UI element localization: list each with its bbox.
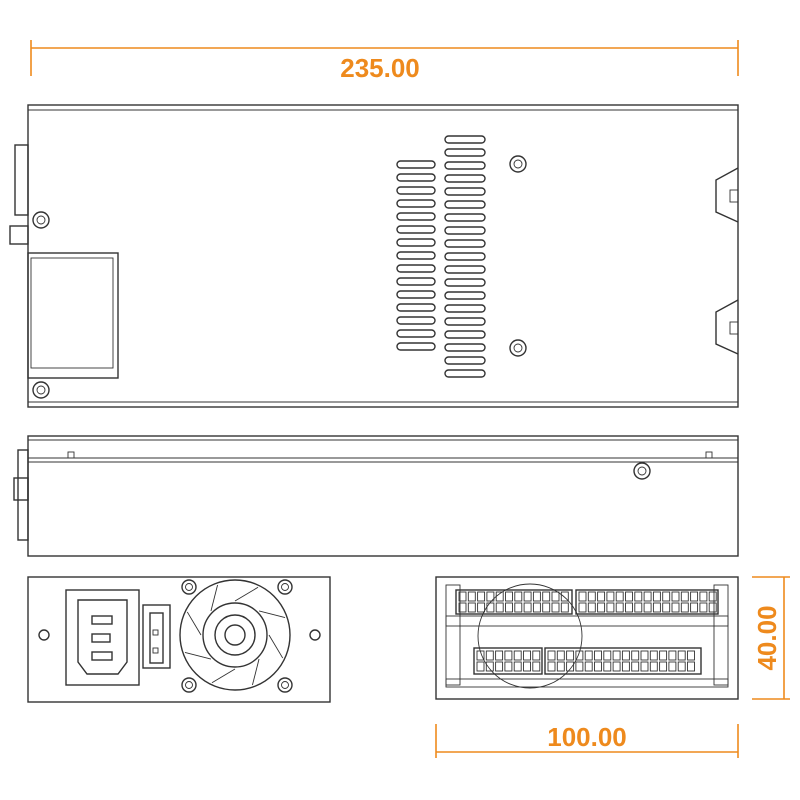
fan-grille-icon	[179, 579, 291, 691]
iec-power-inlet-icon	[65, 589, 140, 686]
screw-icon	[277, 579, 293, 595]
ventilation-slots	[396, 135, 486, 378]
screw-icon	[509, 155, 527, 173]
rocker-switch-icon	[142, 604, 171, 669]
screw-icon	[181, 677, 197, 693]
screw-icon	[277, 677, 293, 693]
screw-icon	[309, 629, 321, 641]
width-dimension: 100.00	[435, 722, 739, 758]
front-view	[27, 576, 331, 703]
screw-icon	[32, 211, 50, 229]
rear-view	[435, 576, 739, 700]
height-dimension-label: 40.00	[752, 605, 782, 670]
wire-connector-icon	[455, 589, 719, 675]
width-dimension-label: 100.00	[547, 722, 627, 752]
screw-icon	[509, 339, 527, 357]
side-view	[13, 435, 739, 557]
length-dimension-label: 235.00	[340, 53, 420, 83]
top-view	[9, 104, 739, 408]
screw-icon	[38, 629, 50, 641]
length-dimension: 235.00	[30, 40, 739, 83]
screw-icon	[32, 381, 50, 399]
height-dimension: 40.00	[752, 576, 790, 700]
screw-icon	[633, 462, 651, 480]
screw-icon	[181, 579, 197, 595]
